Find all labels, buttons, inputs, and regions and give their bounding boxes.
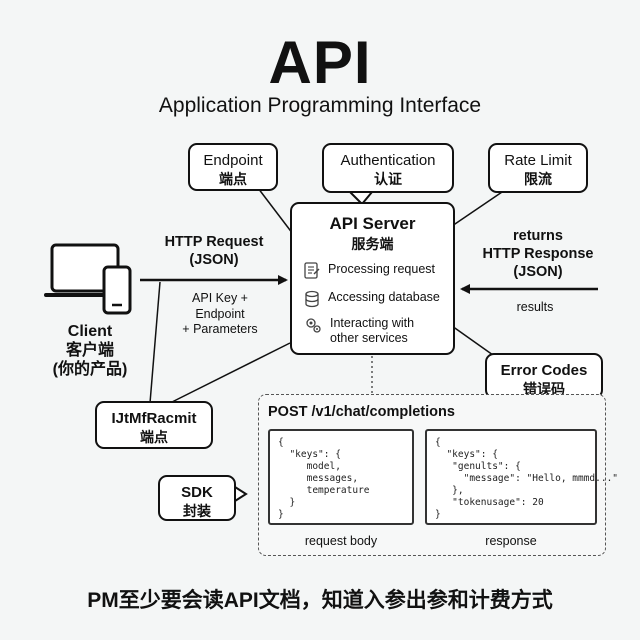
errorcodes-callout: Error Codes 错误码 xyxy=(485,353,603,399)
client-label-en: Client xyxy=(67,323,113,340)
footer-note: PM至少要会读API文档，知道入参出参和计费方式 xyxy=(87,589,553,612)
server-item-processing-label: Processing request xyxy=(328,262,436,276)
response-label: returns HTTP Response (JSON) xyxy=(468,227,608,281)
api-server-box: API Server 服务端 Processing request Access… xyxy=(290,202,455,355)
authentication-callout-zh: 认证 xyxy=(374,171,402,187)
server-item-services-label: Interacting with other services xyxy=(330,316,415,345)
document-icon xyxy=(304,262,320,279)
response-label-returns: returns xyxy=(513,228,563,244)
response-format: (JSON) xyxy=(513,264,563,280)
request-label: HTTP Request (JSON) xyxy=(146,233,282,269)
sdk-callout: SDK 封装 xyxy=(158,475,236,521)
endpoint-bottom-callout: IJtMfRacmit 端点 xyxy=(95,401,213,449)
request-param-parameters: + Parameters xyxy=(182,322,258,336)
sdk-callout-en: SDK xyxy=(181,484,213,501)
api-server-title: API Server xyxy=(329,214,416,233)
example-endpoint: POST /v1/chat/completions xyxy=(268,404,455,420)
response-code: { "keys": { "genults": { "message": "Hel… xyxy=(425,429,618,525)
page-subtitle: Application Programming Interface xyxy=(158,94,482,117)
request-param-endpoint: Endpoint xyxy=(195,306,245,321)
server-item-database: Accessing database xyxy=(304,290,440,308)
endpoint-callout-en: Endpoint xyxy=(203,152,263,169)
request-label-text: HTTP Request xyxy=(164,234,264,250)
server-item-processing: Processing request xyxy=(304,262,435,280)
response-results: results xyxy=(516,300,554,314)
endpoint-bottom-callout-en: IJtMfRacmit xyxy=(111,410,197,427)
authentication-callout: Authentication 认证 xyxy=(322,143,454,193)
client-label-paren: (你的产品) xyxy=(52,361,128,378)
ratelimit-callout-zh: 限流 xyxy=(524,171,552,187)
endpoint-callout-zh: 端点 xyxy=(219,171,247,187)
response-caption: response xyxy=(485,534,537,548)
response-label-http: HTTP Response xyxy=(482,246,594,262)
sdk-callout-zh: 封装 xyxy=(183,503,211,519)
request-format: (JSON) xyxy=(189,252,239,268)
request-param-apikey: API Key + xyxy=(192,291,248,305)
client-label-zh: 客户端 xyxy=(65,342,114,359)
endpoint-callout: Endpoint 端点 xyxy=(188,143,278,191)
laptop-phone-icon xyxy=(44,243,132,315)
ratelimit-callout-en: Rate Limit xyxy=(504,152,572,169)
endpoint-pointer-line xyxy=(257,187,297,239)
request-body-code: { "keys": { model, messages, temperature… xyxy=(268,429,414,525)
ratelimit-callout: Rate Limit 限流 xyxy=(488,143,588,193)
bottom-endpoint-line-1 xyxy=(149,281,161,404)
api-server-subtitle: 服务端 xyxy=(351,236,394,252)
server-item-database-label: Accessing database xyxy=(328,290,440,304)
server-item-services: Interacting with other services xyxy=(304,316,444,346)
request-body-caption: request body xyxy=(304,534,378,548)
database-icon xyxy=(305,290,319,308)
sdk-callout-tail xyxy=(234,486,248,502)
errorcodes-callout-zh: 错误码 xyxy=(523,381,565,397)
authentication-callout-en: Authentication xyxy=(340,152,436,169)
request-params: API Key + Endpoint + Parameters xyxy=(160,291,280,338)
gears-icon xyxy=(306,318,321,333)
client-label: Client 客户端 (你的产品) xyxy=(40,322,140,379)
endpoint-bottom-callout-zh: 端点 xyxy=(140,429,168,445)
errorcodes-callout-en: Error Codes xyxy=(500,362,588,379)
bottom-endpoint-line-2 xyxy=(169,342,291,404)
page-title: API xyxy=(268,29,372,96)
ratelimit-pointer-line xyxy=(451,189,506,227)
